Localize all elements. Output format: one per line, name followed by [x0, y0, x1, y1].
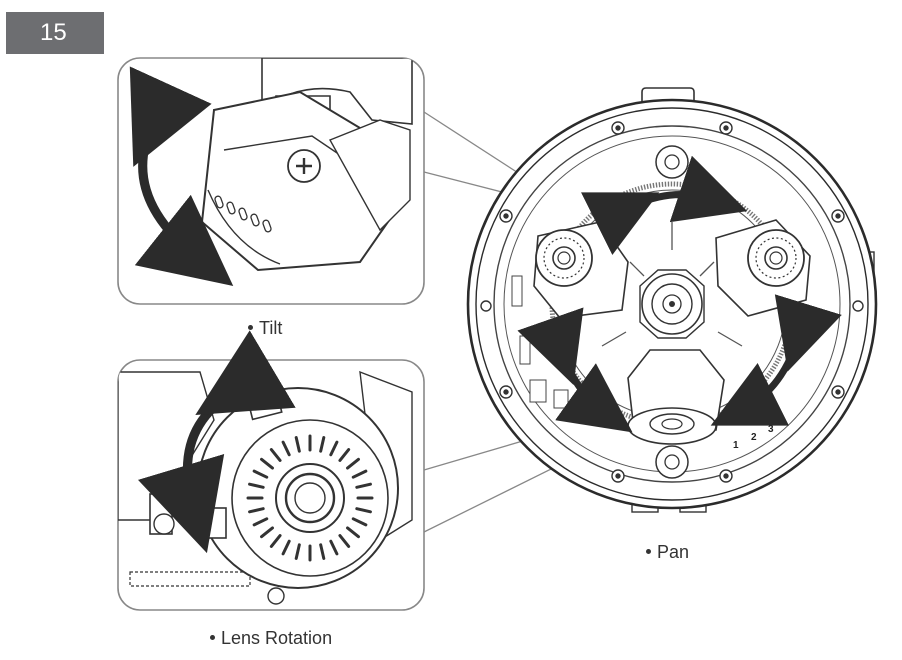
pan-arrows: [517, 155, 842, 433]
channel-label-3: 3: [768, 424, 774, 435]
vent-slot: [329, 539, 339, 556]
vent-slot: [355, 482, 372, 489]
vent-slot: [329, 440, 339, 457]
vent-slot: [346, 526, 360, 539]
rim-screws: [480, 121, 864, 483]
caption-pan: Pan: [646, 542, 689, 563]
channel-label-2: 2: [751, 432, 757, 443]
vent-slot: [319, 543, 326, 560]
caption-tilt: Tilt: [248, 318, 282, 339]
step-number: 15: [40, 19, 67, 46]
lens-rotation-callout: [117, 330, 425, 611]
vent-slot: [346, 457, 360, 470]
vent-slot: [338, 448, 351, 462]
caption-lens-rotation: Lens Rotation: [210, 628, 332, 649]
vent-slot: [319, 436, 326, 453]
vent-slot: [351, 469, 368, 479]
bullet-icon: [248, 324, 253, 330]
camera-device-top-view: 1 2 3: [466, 87, 878, 513]
bullet-icon: [210, 634, 215, 640]
step-number-badge: 15: [6, 12, 104, 54]
vent-slot: [294, 436, 301, 453]
vent-slot: [338, 534, 351, 548]
caption-pan-text: Pan: [657, 542, 690, 562]
bullet-icon: [646, 548, 651, 554]
camera-module-bottom: [627, 349, 725, 445]
caption-lens-rotation-text: Lens Rotation: [221, 628, 333, 648]
vent-slot: [294, 543, 301, 560]
vent-slot: [355, 507, 372, 514]
channel-labels: 1 2 3: [733, 424, 774, 451]
caption-tilt-text: Tilt: [259, 318, 283, 338]
vent-slot: [351, 517, 368, 527]
tilt-arrow: [129, 66, 234, 287]
channel-label-1: 1: [733, 440, 739, 451]
tilt-callout: [117, 57, 425, 305]
lens-rotation-arrow: [137, 330, 296, 554]
